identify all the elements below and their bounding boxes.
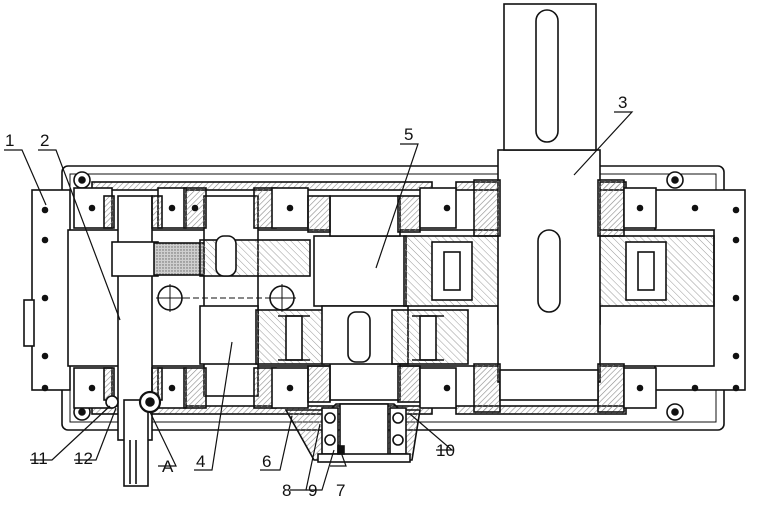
callout-11: 11: [30, 449, 48, 468]
callout-6: 6: [262, 452, 271, 471]
callout-4: 4: [196, 452, 205, 471]
callout-A: A: [162, 457, 174, 476]
callout-3: 3: [618, 93, 627, 112]
intermediate-shaft-2: [313, 235, 407, 307]
callout-12: 12: [74, 449, 93, 468]
seal-disc: [105, 395, 119, 409]
callout-5: 5: [404, 125, 413, 144]
left-end-cover: [31, 189, 71, 391]
leader-lines: [4, 111, 634, 491]
callout-7: 7: [336, 481, 345, 500]
callout-10: 10: [436, 441, 455, 460]
callout-2: 2: [40, 131, 49, 150]
left-flange-tab: [23, 299, 35, 347]
intermediate-shaft-1: [203, 195, 259, 397]
callout-8: 8: [282, 481, 291, 500]
callout-1: 1: [5, 131, 14, 150]
callout-9: 9: [308, 481, 317, 500]
